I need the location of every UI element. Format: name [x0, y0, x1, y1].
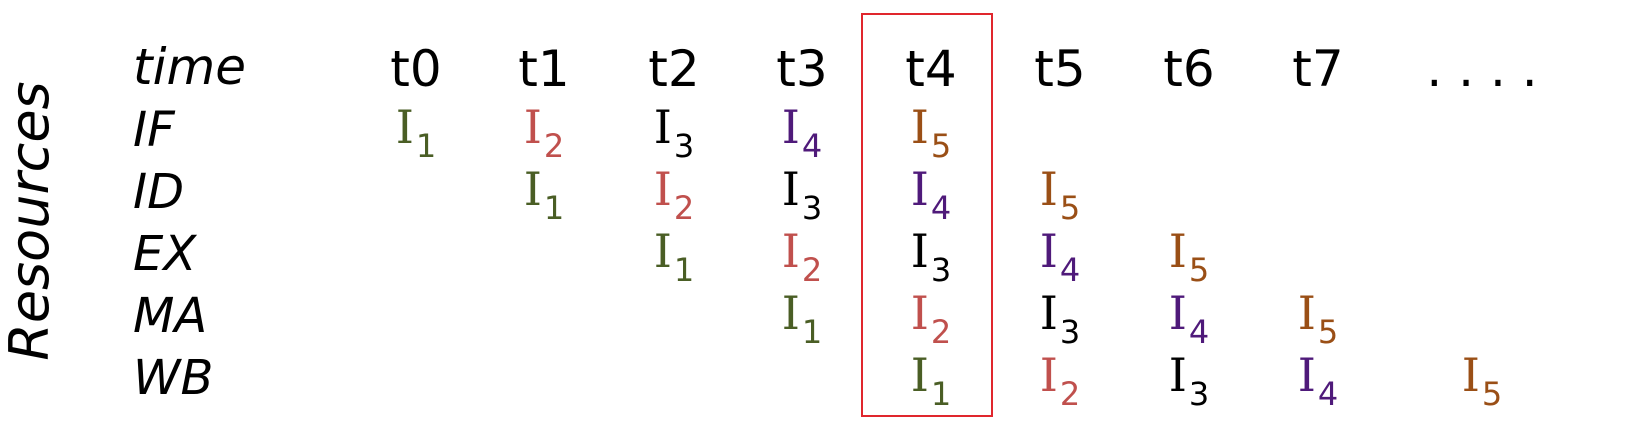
instruction-index: 3 [1188, 375, 1210, 413]
highlight-box [861, 13, 993, 417]
instruction-cell: I1 [524, 166, 565, 224]
time-label-7: t7 [1292, 40, 1344, 98]
time-header-label: time [133, 38, 246, 96]
instruction-index: 5 [930, 127, 952, 165]
instruction-cell: I4 [1040, 228, 1081, 286]
instruction-index: 1 [415, 127, 437, 165]
instruction-index: 2 [801, 251, 823, 289]
instruction-index: 4 [1188, 313, 1210, 351]
instruction-letter: I [781, 100, 800, 154]
instruction-index: 4 [1317, 375, 1339, 413]
instruction-cell: I4 [782, 104, 823, 162]
instruction-cell: I2 [782, 228, 823, 286]
stage-label-ma: MA [133, 288, 208, 344]
instruction-index: 1 [801, 313, 823, 351]
time-label-1: t1 [518, 40, 570, 98]
instruction-letter: I [1297, 348, 1316, 402]
instruction-index: 2 [930, 313, 952, 351]
instruction-cell: I1 [396, 104, 437, 162]
instruction-cell: I2 [524, 104, 565, 162]
instruction-letter: I [781, 162, 800, 216]
instruction-index: 4 [801, 127, 823, 165]
instruction-letter: I [910, 286, 929, 340]
instruction-cell: I4 [1298, 352, 1339, 410]
instruction-index: 5 [1317, 313, 1339, 351]
time-label-2: t2 [648, 40, 700, 98]
instruction-letter: I [910, 224, 929, 278]
instruction-letter: I [1168, 348, 1187, 402]
instruction-index: 1 [543, 189, 565, 227]
time-label-5: t5 [1034, 40, 1086, 98]
instruction-cell: I5 [911, 104, 952, 162]
instruction-index: 5 [1188, 251, 1210, 289]
instruction-cell: I3 [654, 104, 695, 162]
instruction-index: 5 [1481, 375, 1503, 413]
instruction-index: 3 [801, 189, 823, 227]
instruction-letter: I [1168, 224, 1187, 278]
instruction-cell: I5 [1169, 228, 1210, 286]
stage-label-ex: EX [133, 226, 197, 282]
instruction-letter: I [1039, 224, 1058, 278]
instruction-cell: I3 [911, 228, 952, 286]
time-label-4: t4 [905, 40, 957, 98]
instruction-letter: I [653, 224, 672, 278]
instruction-letter: I [781, 224, 800, 278]
instruction-index: 2 [1059, 375, 1081, 413]
instruction-cell: I2 [1040, 352, 1081, 410]
instruction-index: 3 [673, 127, 695, 165]
instruction-cell: I1 [782, 290, 823, 348]
instruction-letter: I [653, 100, 672, 154]
instruction-cell: I4 [1169, 290, 1210, 348]
instruction-letter: I [1039, 162, 1058, 216]
instruction-index: 5 [1059, 189, 1081, 227]
instruction-cell: I4 [911, 166, 952, 224]
instruction-index: 2 [543, 127, 565, 165]
instruction-index: 3 [930, 251, 952, 289]
instruction-letter: I [781, 286, 800, 340]
instruction-index: 3 [1059, 313, 1081, 351]
instruction-index: 1 [673, 251, 695, 289]
time-label-8: . . . . [1426, 40, 1538, 98]
instruction-letter: I [653, 162, 672, 216]
instruction-cell: I5 [1298, 290, 1339, 348]
instruction-index: 1 [930, 375, 952, 413]
instruction-letter: I [1168, 286, 1187, 340]
instruction-cell: I3 [1169, 352, 1210, 410]
stage-label-wb: WB [133, 350, 214, 406]
instruction-letter: I [1461, 348, 1480, 402]
instruction-letter: I [523, 162, 542, 216]
instruction-cell: I3 [782, 166, 823, 224]
instruction-letter: I [395, 100, 414, 154]
stage-label-id: ID [133, 164, 185, 220]
time-label-6: t6 [1163, 40, 1215, 98]
instruction-cell: I1 [911, 352, 952, 410]
instruction-index: 2 [673, 189, 695, 227]
instruction-letter: I [523, 100, 542, 154]
instruction-cell: I5 [1462, 352, 1503, 410]
instruction-cell: I2 [911, 290, 952, 348]
instruction-letter: I [1297, 286, 1316, 340]
instruction-letter: I [910, 348, 929, 402]
instruction-letter: I [1039, 348, 1058, 402]
resources-axis-title: Resources [0, 81, 61, 361]
instruction-cell: I5 [1040, 166, 1081, 224]
instruction-index: 4 [1059, 251, 1081, 289]
instruction-letter: I [910, 100, 929, 154]
instruction-cell: I2 [654, 166, 695, 224]
instruction-cell: I3 [1040, 290, 1081, 348]
instruction-letter: I [1039, 286, 1058, 340]
stage-label-if: IF [133, 102, 175, 158]
instruction-index: 4 [930, 189, 952, 227]
time-label-3: t3 [776, 40, 828, 98]
time-label-0: t0 [390, 40, 442, 98]
instruction-cell: I1 [654, 228, 695, 286]
instruction-letter: I [910, 162, 929, 216]
